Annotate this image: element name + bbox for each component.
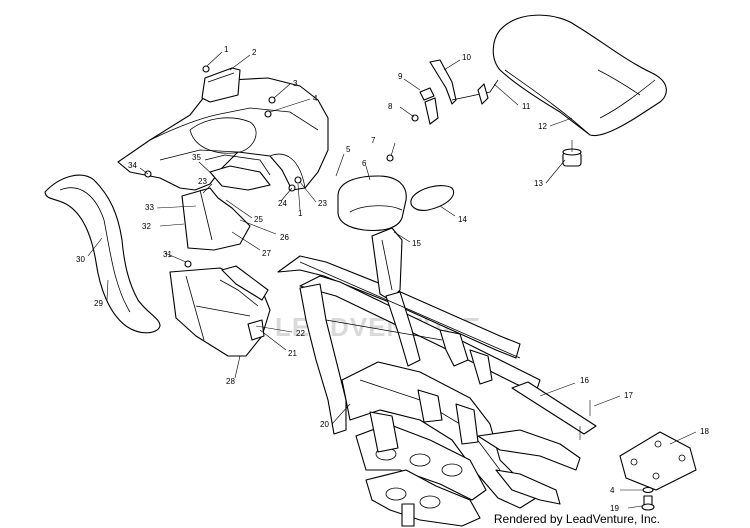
callout-4-b: 4 [610, 486, 615, 495]
callout-30: 30 [76, 255, 85, 264]
callout-17: 17 [624, 391, 633, 400]
callout-23: 23 [198, 177, 207, 186]
callout-23-b: 23 [318, 199, 327, 208]
callout-19: 19 [610, 504, 619, 513]
seat-bumper [562, 140, 582, 167]
rack-plate [201, 67, 241, 103]
callout-numbers: 1 2 3 4 5 6 7 8 9 10 11 12 13 14 15 16 1… [76, 45, 709, 513]
mount-plate [619, 431, 697, 491]
leader-lines [87, 51, 697, 509]
callout-18: 18 [700, 427, 709, 436]
callout-22: 22 [296, 329, 305, 338]
footwell [44, 174, 271, 357]
tail-light [337, 175, 454, 232]
callout-3: 3 [293, 79, 298, 88]
callout-16: 16 [580, 376, 589, 385]
rear-cab [117, 77, 329, 191]
callout-5: 5 [346, 145, 351, 154]
callout-32: 32 [142, 222, 151, 231]
callout-24: 24 [278, 199, 287, 208]
seat-latch [411, 59, 499, 125]
callout-4: 4 [313, 94, 318, 103]
callout-28: 28 [226, 377, 235, 386]
callout-35: 35 [192, 153, 201, 162]
callout-34: 34 [128, 161, 137, 170]
callout-12: 12 [538, 122, 547, 131]
callout-10: 10 [462, 53, 471, 62]
callout-33: 33 [145, 203, 154, 212]
callout-13: 13 [534, 179, 543, 188]
skid-strip [511, 381, 597, 440]
credit-text: Rendered by LeadVenture, Inc. [491, 512, 662, 526]
seat [492, 14, 667, 137]
callout-26: 26 [280, 233, 289, 242]
callout-21: 21 [288, 349, 297, 358]
callout-14: 14 [458, 215, 467, 224]
callout-8: 8 [388, 102, 393, 111]
callout-9: 9 [398, 72, 403, 81]
callout-2: 2 [252, 48, 257, 57]
callout-20: 20 [320, 420, 329, 429]
callout-15: 15 [412, 239, 421, 248]
callout-11: 11 [522, 102, 531, 111]
frame [277, 227, 581, 527]
callout-29: 29 [94, 299, 103, 308]
inner-fender [181, 187, 251, 251]
callout-31: 31 [163, 250, 172, 259]
callout-1-b: 1 [298, 209, 303, 218]
callout-6: 6 [362, 159, 367, 168]
callout-25: 25 [254, 215, 263, 224]
mount-bolt [641, 486, 655, 511]
callout-1: 1 [224, 45, 229, 54]
callout-27: 27 [262, 249, 271, 258]
callout-7: 7 [371, 136, 376, 145]
